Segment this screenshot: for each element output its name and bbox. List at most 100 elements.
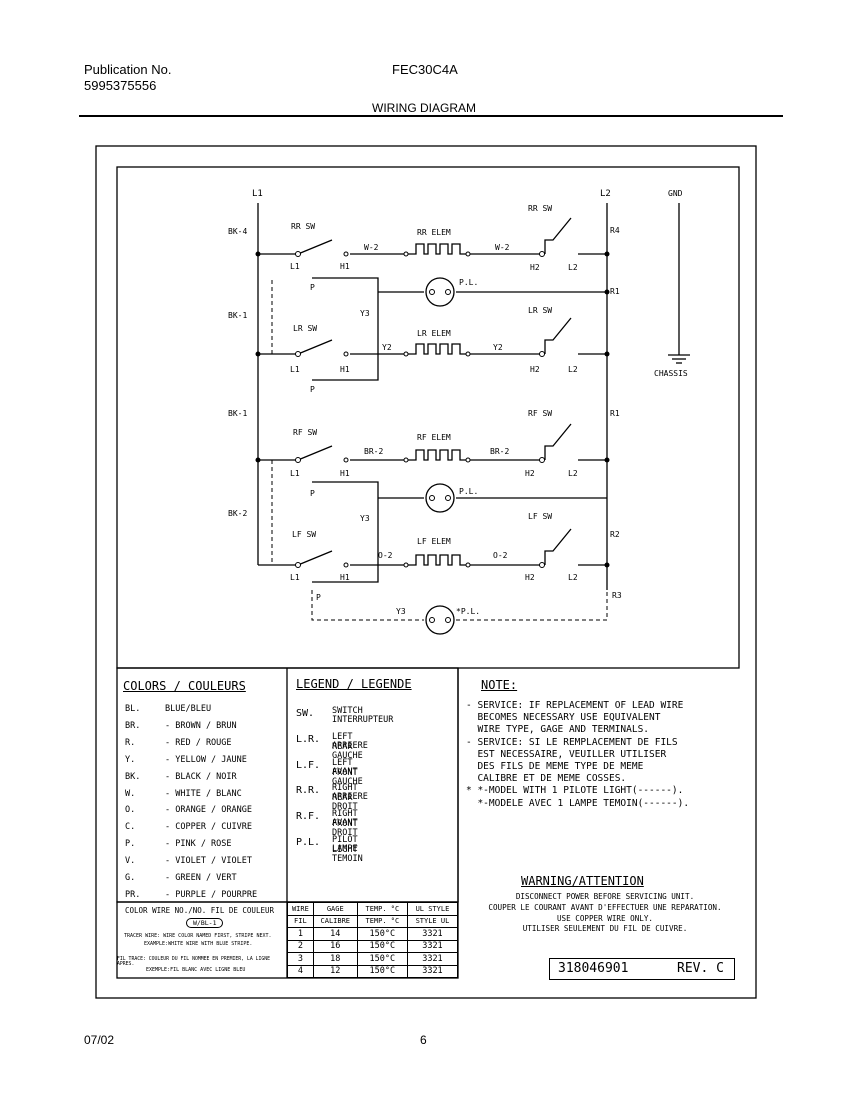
color-code: Y. [125, 754, 136, 765]
note-line: - SERVICE: IF REPLACEMENT OF LEAD WIRE [466, 700, 684, 711]
wire-cell: TEMP. °C [356, 914, 408, 928]
svg-text:H2: H2 [530, 263, 540, 272]
svg-text:H1: H1 [340, 469, 350, 478]
lf-circuit: LF SW L1 H1 P O-2 LF ELEM O-2 LF SW H2 L… [258, 512, 610, 602]
legend-code: L.F. [296, 759, 321, 771]
svg-text:P: P [310, 283, 315, 292]
color-row: W.- WHITE / BLANC [125, 786, 257, 803]
color-code: O. [125, 805, 136, 816]
color-desc: - ORANGE / ORANGE [165, 805, 252, 816]
wire-r1-upper: R1 [610, 287, 620, 296]
publication-label: Publication No. [84, 62, 172, 77]
svg-text:RF SW: RF SW [528, 409, 552, 418]
color-code: P. [125, 839, 136, 850]
legend-desc-1: RIGHT REAR [332, 783, 358, 804]
svg-text:LR SW: LR SW [528, 306, 552, 315]
wire-cell: 3321 [406, 952, 459, 966]
color-row: P.- PINK / ROSE [125, 836, 257, 853]
svg-text:LR SW: LR SW [293, 324, 317, 333]
wire-cell: CALIBRE [312, 914, 358, 928]
color-code: BR. [125, 720, 141, 731]
color-code: C. [125, 822, 136, 833]
svg-text:BR-2: BR-2 [490, 447, 509, 456]
wire-cell: 2 [287, 939, 314, 953]
legend-desc-1: LEFT FRONT [332, 757, 358, 778]
svg-text:W-2: W-2 [495, 243, 510, 252]
upper-pilot-light: Y3 P.L. [312, 277, 610, 381]
warning-line: DISCONNECT POWER BEFORE SERVICING UNIT. [515, 892, 695, 901]
wire-r3: R3 [612, 591, 622, 600]
part-number: 318046901 [558, 961, 629, 976]
part-number-box [549, 958, 735, 980]
wire-bk1-upper: BK-1 [228, 311, 247, 320]
svg-text:Y3: Y3 [360, 309, 370, 318]
note-line: DES FILS DE MEME TYPE DE MEME [466, 761, 644, 773]
wire-bk2: BK-2 [228, 509, 247, 518]
warning-title: WARNING/ATTENTION [521, 874, 644, 888]
svg-text:H2: H2 [525, 573, 535, 582]
color-row: G.- GREEN / VERT [125, 870, 257, 887]
svg-text:P.L.: P.L. [459, 278, 478, 287]
svg-text:BR-2: BR-2 [364, 447, 383, 456]
color-code: G. [125, 873, 136, 884]
svg-text:RF ELEM: RF ELEM [417, 433, 451, 442]
svg-text:RR SW: RR SW [291, 222, 315, 231]
wire-cell: 16 [312, 939, 358, 953]
rr-circuit: RR SW L1 H1 P W-2 RR ELEM W-2 RR SW H2 L… [255, 204, 610, 292]
svg-text:P.L.: P.L. [459, 487, 478, 496]
chassis-ground-icon [668, 354, 690, 364]
note-line: *-MODELE AVEC 1 LAMPE TEMOIN(------). [466, 797, 690, 809]
svg-text:L1: L1 [290, 469, 300, 478]
color-desc: BLUE/BLEU [165, 704, 212, 714]
svg-text:L1: L1 [290, 365, 300, 374]
color-desc: - RED / ROUGE [165, 737, 232, 748]
wire-cell: UL STYLE [406, 902, 459, 916]
legend-code: P.L. [296, 836, 321, 848]
svg-text:L2: L2 [568, 469, 578, 478]
svg-text:H1: H1 [340, 365, 350, 374]
revision: REV. C [677, 961, 724, 976]
wire-bk4: BK-4 [228, 227, 247, 236]
color-desc: - BLACK / NOIR [165, 771, 237, 782]
svg-text:LF ELEM: LF ELEM [417, 537, 451, 546]
model-number: FEC30C4A [392, 62, 458, 77]
color-desc: - PURPLE / POURPRE [165, 889, 258, 900]
color-wire-line1: TRACER WIRE: WIRE COLOR NAMED FIRST, STR… [124, 933, 272, 939]
svg-text:P: P [316, 593, 321, 602]
svg-text:O-2: O-2 [378, 551, 393, 560]
warning-line: COUPER LE COURANT AVANT D'EFFECTUER UNE … [488, 902, 722, 912]
svg-text:W-2: W-2 [364, 243, 379, 252]
svg-text:RR SW: RR SW [528, 204, 552, 213]
page-title: WIRING DIAGRAM [372, 101, 476, 115]
svg-text:RR ELEM: RR ELEM [417, 228, 451, 237]
note-line: EST NECESSAIRE, VEUILLER UTILISER [466, 748, 667, 760]
note-line: - SERVICE: SI LE REMPLACEMENT DE FILS [466, 736, 678, 748]
svg-text:O-2: O-2 [493, 551, 508, 560]
color-desc: - VIOLET / VIOLET [165, 856, 252, 867]
warning-line: USE COPPER WIRE ONLY. [556, 913, 653, 923]
legend-desc-1: PILOT LIGHT [332, 834, 358, 855]
footer-date: 07/02 [84, 1033, 115, 1047]
l1-label: L1 [252, 189, 263, 199]
legend-desc-2: ARRIERE GAUCHE [332, 740, 368, 761]
color-code: V. [125, 856, 136, 867]
l2-label: L2 [600, 189, 611, 199]
svg-text:P: P [310, 385, 315, 394]
legend-desc-1: SWITCH [332, 706, 363, 716]
color-wire-line3: FIL TRACE: COULEUR DU FIL NOMMEE EN PREM… [117, 957, 271, 967]
note-line: CALIBRE ET DE MEME COSSES. [466, 773, 627, 785]
svg-text:LR ELEM: LR ELEM [417, 329, 451, 338]
outer-frame [95, 145, 757, 999]
svg-text:L2: L2 [568, 365, 578, 374]
svg-text:RF SW: RF SW [293, 428, 317, 437]
wire-r2: R2 [610, 530, 620, 539]
color-code: PR. [125, 889, 141, 900]
color-row: O. - ORANGE / ORANGE [125, 802, 257, 819]
color-code: BK. [125, 771, 141, 782]
color-wire-line2: EXAMPLE:WHITE WIRE WITH BLUE STRIPE. [144, 941, 253, 947]
wire-cell: FIL [287, 914, 314, 928]
note-title: NOTE: [481, 678, 518, 692]
lower-pilot-light: Y3 P.L. [312, 481, 607, 583]
